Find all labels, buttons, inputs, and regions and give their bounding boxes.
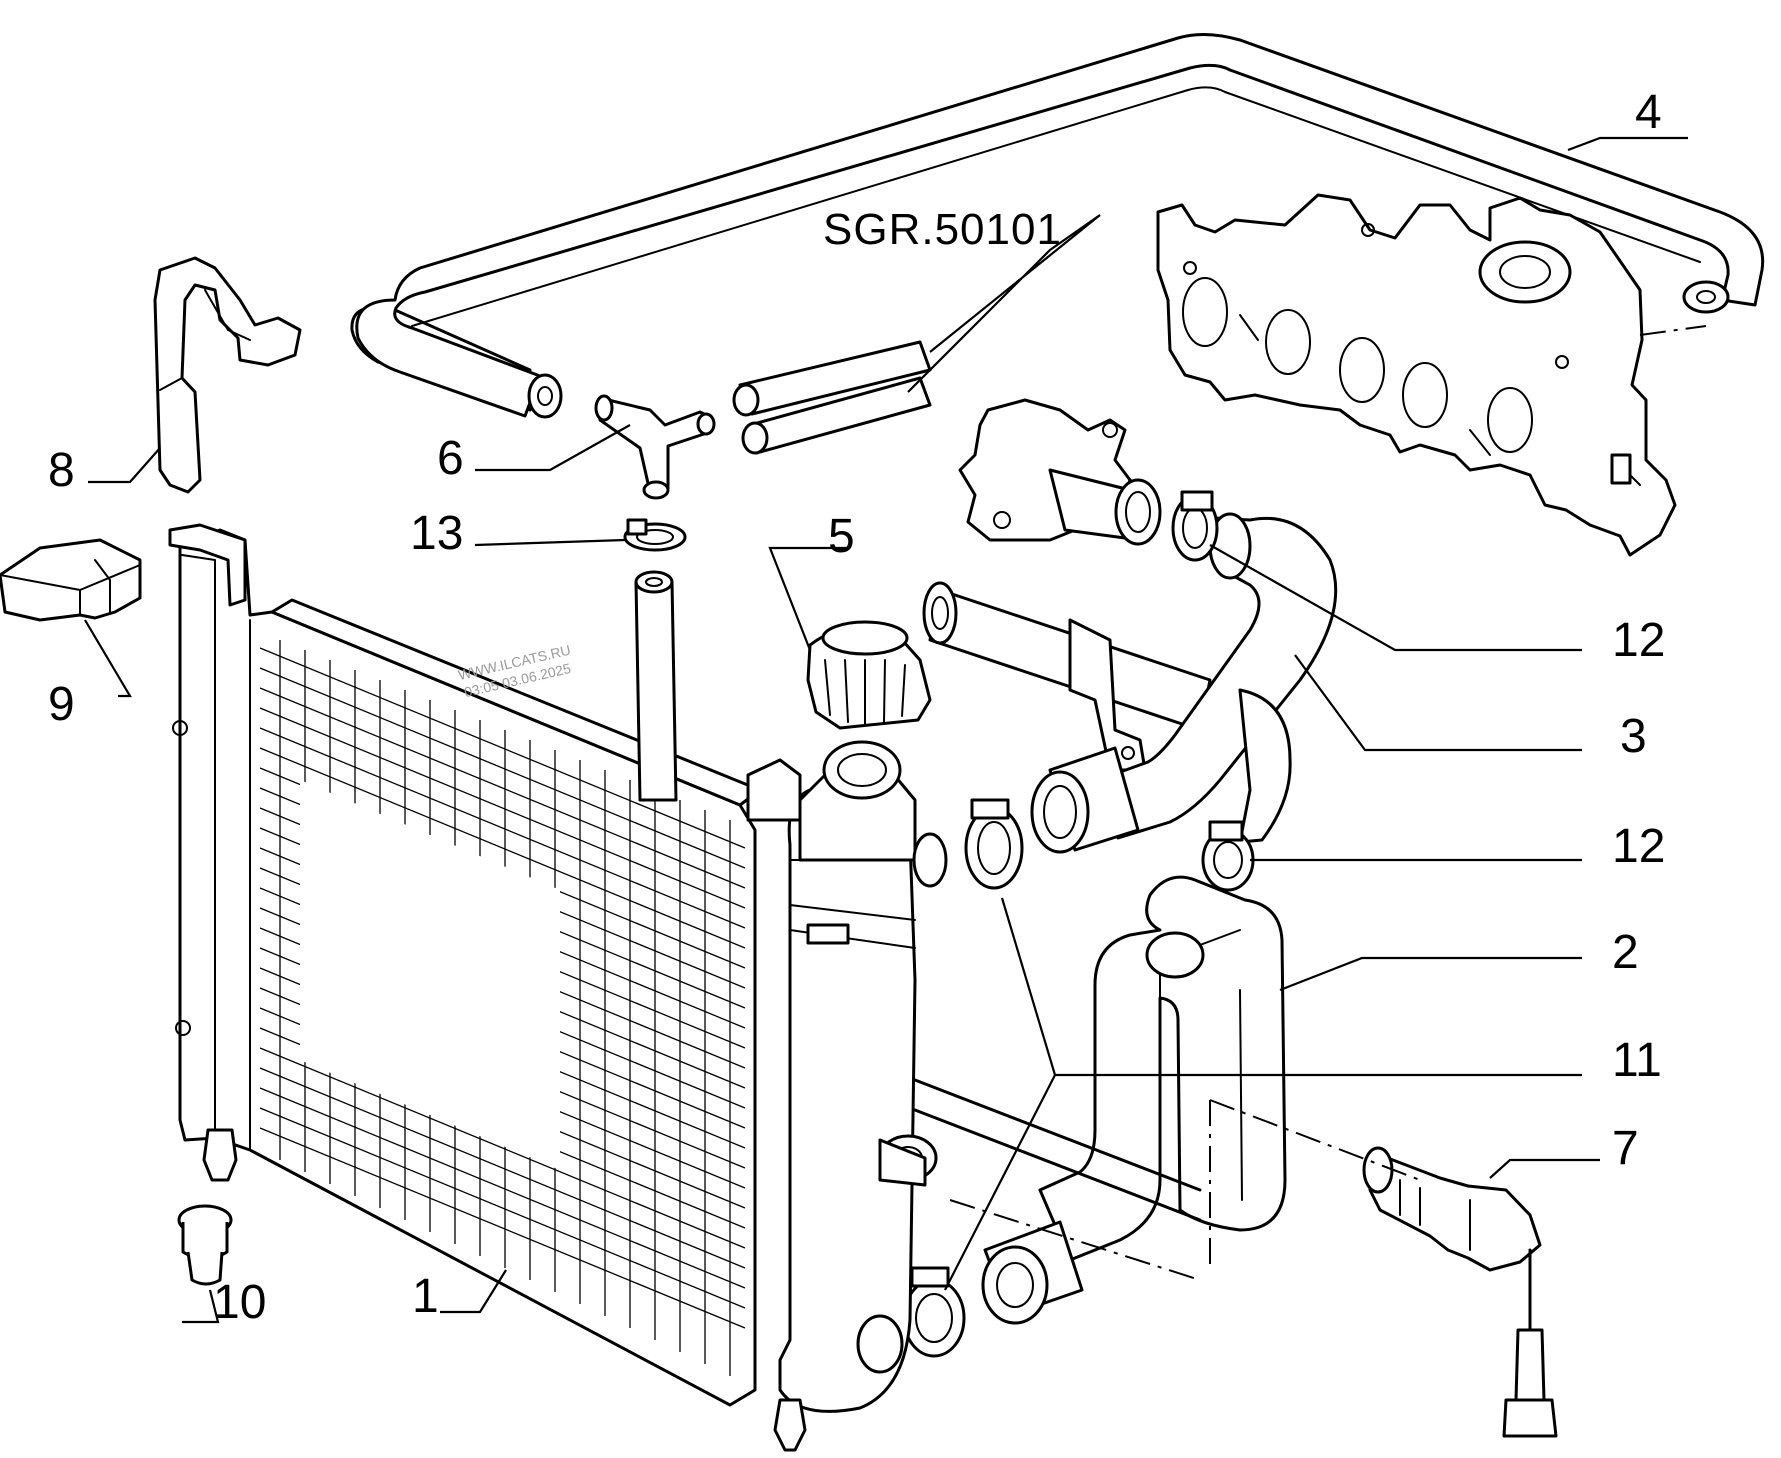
callout-2: 2 (1612, 926, 1639, 979)
callout-7: 7 (1612, 1122, 1639, 1175)
part-7-temperature-switch (1362, 1146, 1558, 1438)
callout-4: 4 (1635, 86, 1662, 139)
part-13-clamp (623, 518, 687, 552)
sgr-hoses (732, 340, 932, 455)
part-5-radiator-cap (806, 620, 932, 730)
part-6-y-connector (594, 394, 716, 500)
part-11-clamp-lower (902, 1278, 966, 1358)
callout-labels: SGR.50101 4 6 13 5 8 9 10 1 12 3 12 2 11… (48, 86, 1665, 1329)
reference-label-sgr: SGR.50101 (823, 205, 1062, 254)
part-8-bracket (153, 256, 302, 494)
callout-12-lower: 12 (1612, 820, 1665, 873)
radiator-core-grid (259, 640, 746, 1376)
callout-12-upper: 12 (1612, 614, 1665, 667)
assembly-lines (949, 325, 1707, 1281)
callout-9: 9 (48, 678, 75, 731)
callout-6: 6 (437, 432, 464, 485)
exhaust-manifold (1156, 193, 1677, 557)
callout-8: 8 (48, 444, 75, 497)
part-2-lower-hose (981, 875, 1287, 1325)
radiator-end-tank (746, 740, 1202, 1452)
part-9-sensor-block (0, 538, 142, 622)
part-10-grommet (177, 1204, 233, 1286)
part-3-upper-hose (1030, 512, 1338, 854)
metal-pipe-with-bracket (922, 581, 1212, 772)
callout-10: 10 (213, 1276, 266, 1329)
callout-5: 5 (828, 510, 855, 563)
part-11-clamp-upper (964, 806, 1024, 890)
vertical-pipe (634, 570, 678, 802)
thermostat-housing (958, 398, 1162, 546)
hose-clamps (902, 490, 1255, 1358)
part-4-hose (350, 33, 1765, 419)
callout-13: 13 (410, 507, 463, 560)
callout-3: 3 (1620, 710, 1647, 763)
leader-lines (84, 136, 1688, 1324)
callout-1: 1 (412, 1270, 439, 1323)
callout-11: 11 (1612, 1034, 1662, 1087)
